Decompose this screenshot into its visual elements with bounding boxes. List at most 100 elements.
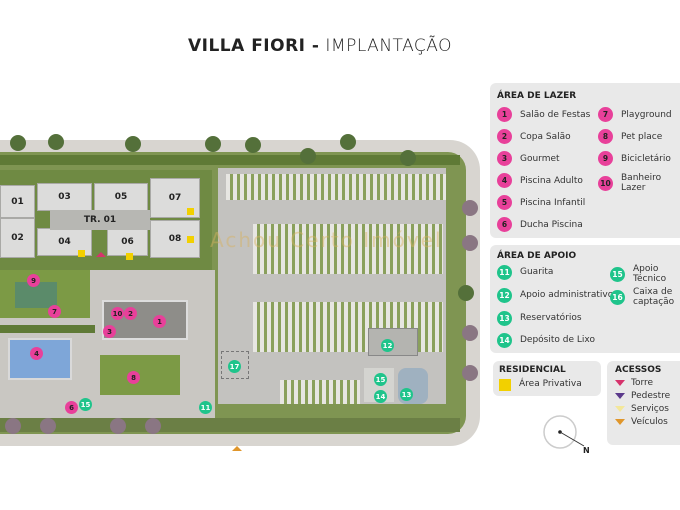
vehicle-access-icon [232, 446, 242, 451]
lazer-number-badge: 9 [598, 151, 613, 166]
legend-lazer-item: 5 Piscina Infantil [497, 195, 585, 210]
compass-icon [543, 415, 585, 449]
legend-lazer-item: 6 Ducha Piscina [497, 217, 583, 232]
lazer-item-label: Copa Salão [520, 131, 571, 142]
page-title: VILLA FIORI - IMPLANTAÇÃO [0, 36, 640, 56]
hedge-south [0, 418, 460, 432]
tower-access-icon [96, 252, 106, 257]
map-marker-13: 13 [400, 388, 413, 401]
lazer-number-badge: 8 [598, 129, 613, 144]
access-label: Torre [631, 378, 654, 388]
pool [8, 338, 72, 380]
apoio-item-label: Apoio administrativo [520, 289, 614, 300]
legend-lazer-item: 7 Playground [598, 107, 672, 122]
lazer-item-label: Pet place [621, 131, 663, 142]
veiculos-access-icon [615, 419, 625, 425]
lazer-number-badge: 6 [497, 217, 512, 232]
lazer-item-label: Banheiro Lazer [621, 173, 662, 193]
lazer-number-badge: 4 [497, 173, 512, 188]
apoio-number-badge: 12 [497, 288, 512, 303]
lazer-number-badge: 1 [497, 107, 512, 122]
apoio-number-badge: 11 [497, 265, 512, 280]
lazer-number-badge: 7 [598, 107, 613, 122]
unit-01: 01 [0, 185, 35, 218]
lazer-number-badge: 3 [497, 151, 512, 166]
access-label: Pedestre [631, 391, 671, 401]
hedge-north [0, 155, 460, 165]
lazer-item-label: Piscina Infantil [520, 197, 586, 208]
private-area-swatch [499, 379, 511, 391]
map-marker-3: 3 [103, 325, 116, 338]
legend-lazer-item: 4 Piscina Adulto [497, 173, 583, 188]
map-marker-14: 14 [374, 390, 387, 403]
legend-lazer-item: 10 Banheiro Lazer [598, 173, 680, 193]
legend-lazer: ÁREA DE LAZER [490, 83, 680, 238]
legend-lazer-item: 1 Salão de Festas [497, 107, 590, 122]
lazer-item-label: Playground [621, 109, 672, 120]
access-label: Serviços [631, 404, 669, 414]
residential-tower-area: 01 02 03 04 05 06 07 08 TR. 01 [0, 170, 212, 270]
title-light: IMPLANTAÇÃO [325, 36, 453, 56]
map-marker-2: 2 [124, 307, 137, 320]
torre-access-icon [615, 380, 625, 386]
legend-apoio-item: 15 Apoio Técnico [610, 264, 680, 285]
private-area-label: Área Privativa [519, 379, 582, 389]
apoio-number-badge: 14 [497, 333, 512, 348]
legend-residencial: RESIDENCIAL Área Privativa [493, 361, 601, 396]
apoio-item-label: Apoio Técnico [633, 264, 667, 284]
lazer-item-label: Bicicletário [621, 153, 671, 164]
apoio-number-badge: 16 [610, 290, 625, 306]
map-marker-1: 1 [153, 315, 166, 328]
map-marker-4: 4 [30, 347, 43, 360]
lazer-item-label: Ducha Piscina [520, 219, 583, 230]
map-marker-15b: 15 [374, 373, 387, 386]
access-label: Veículos [631, 417, 668, 427]
legend-lazer-item: 3 Gourmet [497, 151, 560, 166]
legend-apoio: ÁREA DE APOIO [490, 245, 680, 353]
lazer-number-badge: 5 [497, 195, 512, 210]
servicos-access-icon [615, 406, 625, 412]
legend-apoio-item: 12 Apoio administrativo [497, 288, 613, 303]
map-marker-17: 17 [228, 360, 241, 373]
legend-lazer-item: 9 Bicicletário [598, 151, 671, 166]
parking-area [218, 168, 446, 404]
unit-06: 06 [107, 228, 148, 256]
lazer-item-label: Piscina Adulto [520, 175, 583, 186]
lazer-item-label: Gourmet [520, 153, 560, 164]
legend-lazer-item: 8 Pet place [598, 129, 662, 144]
map-marker-8: 8 [127, 371, 140, 384]
map-marker-10: 10 [111, 307, 124, 320]
legend-acessos-heading: ACESSOS [615, 365, 662, 375]
unit-02: 02 [0, 218, 35, 258]
legend-apoio-item: 16 Caixa de captação [610, 287, 680, 308]
apoio-item-label: Depósito de Lixo [520, 334, 595, 345]
apoio-number-badge: 15 [610, 267, 625, 283]
lazer-number-badge: 10 [598, 175, 613, 191]
map-marker-15: 15 [79, 398, 92, 411]
legend-apoio-heading: ÁREA DE APOIO [497, 251, 577, 261]
watermark: Achou Certo Imóvel [210, 228, 443, 252]
apoio-number-badge: 13 [497, 311, 512, 326]
apoio-item-label: Reservatórios [520, 312, 582, 323]
map-marker-9: 9 [27, 274, 40, 287]
legend-apoio-item: 14 Depósito de Lixo [497, 333, 595, 348]
legend-lazer-item: 2 Copa Salão [497, 129, 571, 144]
map-marker-6: 6 [65, 401, 78, 414]
lazer-item-label: Salão de Festas [520, 109, 591, 120]
pedestre-access-icon [615, 393, 625, 399]
title-bold: VILLA FIORI - [187, 36, 320, 56]
apoio-item-label: Caixa de captação [633, 287, 675, 307]
compass-north-label: N [583, 446, 590, 455]
map-marker-11: 11 [199, 401, 212, 414]
map-marker-7: 7 [48, 305, 61, 318]
legend-lazer-heading: ÁREA DE LAZER [497, 91, 577, 101]
unit-05: 05 [94, 183, 148, 211]
map-marker-12: 12 [381, 339, 394, 352]
legend-residencial-heading: RESIDENCIAL [499, 365, 566, 375]
lazer-number-badge: 2 [497, 129, 512, 144]
legend-acessos: ACESSOS Torre Pedestre Serviços Veículos [607, 361, 680, 445]
tower-core: TR. 01 [50, 210, 150, 230]
unit-03: 03 [37, 183, 92, 211]
legend-apoio-item: 13 Reservatórios [497, 311, 582, 326]
